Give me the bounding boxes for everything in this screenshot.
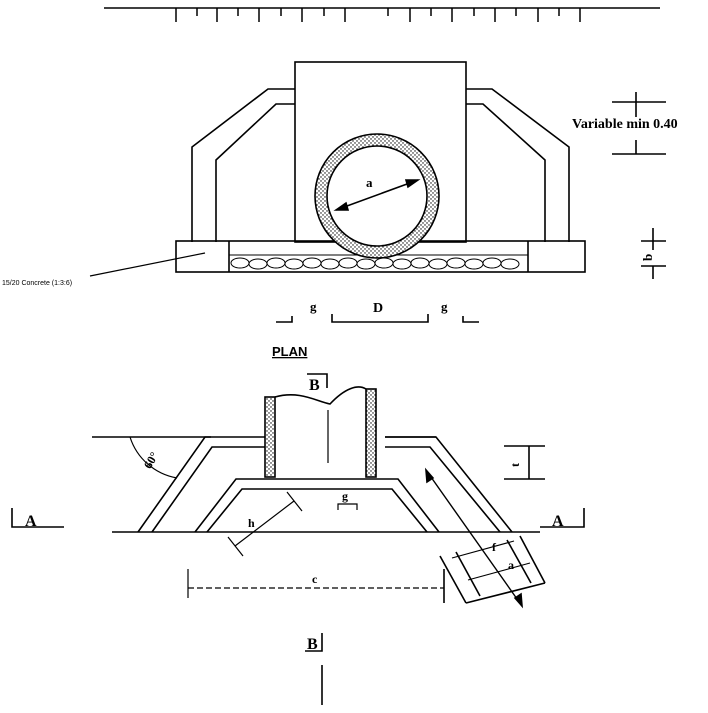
plan-outer-wall-right — [385, 436, 513, 533]
right-wing-wall-outer — [466, 88, 570, 242]
right-wing-wall-inner — [466, 103, 546, 242]
plan-view — [11, 373, 585, 705]
pipe-bore — [326, 145, 428, 247]
section-a-right-label: A — [552, 513, 564, 530]
plan-pipe-wall-left — [264, 396, 276, 478]
section-a-left-marker — [11, 508, 64, 528]
section-a-left-label: A — [25, 513, 37, 530]
bed-b-label: b — [640, 254, 655, 261]
dim-c-label: c — [312, 572, 318, 586]
slope-arrow — [425, 469, 523, 607]
plan-outer-wall-left-inner — [151, 446, 265, 533]
left-wing-wall-inner — [215, 103, 295, 242]
plan-pipe-wall-right — [365, 388, 377, 478]
plan-apron-inner — [206, 488, 428, 533]
dim-g-right-label: g — [441, 299, 448, 314]
pipe-diameter-arrow — [335, 179, 419, 211]
plan-apron-outer — [194, 478, 440, 533]
variable-min-label: Variable min 0.40 — [572, 117, 678, 132]
dim-t-label: t — [508, 463, 522, 467]
concrete-leader — [89, 252, 206, 277]
section-a-right-marker — [540, 508, 585, 528]
dim-g-plan-label: g — [342, 489, 348, 503]
concrete-label: 15/20 Concrete (1:3:6) — [2, 280, 72, 287]
section-b-bottom-label: B — [307, 636, 318, 653]
scale-bar — [104, 7, 660, 22]
section-b-top-label: B — [309, 377, 320, 394]
left-wing-wall-outer — [191, 88, 295, 242]
section-b-bottom-marker — [305, 633, 323, 652]
pipe-diameter-label: a — [366, 175, 373, 190]
plan-title: PLAN — [272, 344, 307, 359]
dim-D-label: D — [373, 301, 383, 316]
plan-pipe-break — [274, 386, 367, 405]
cutoff-wall-left — [439, 555, 467, 604]
section-b-top-marker — [307, 373, 328, 388]
plan-outer-wall-left — [137, 436, 265, 533]
dim-a-label: a — [508, 558, 514, 572]
angle-label: 60° — [141, 449, 162, 471]
dim-h-label: h — [248, 516, 255, 530]
dim-g-left-label: g — [310, 299, 317, 314]
stone-bedding — [230, 257, 520, 270]
dim-f-label: f — [492, 540, 497, 554]
plan-outer-wall-right-inner — [385, 446, 501, 533]
elevation-view — [89, 61, 666, 323]
